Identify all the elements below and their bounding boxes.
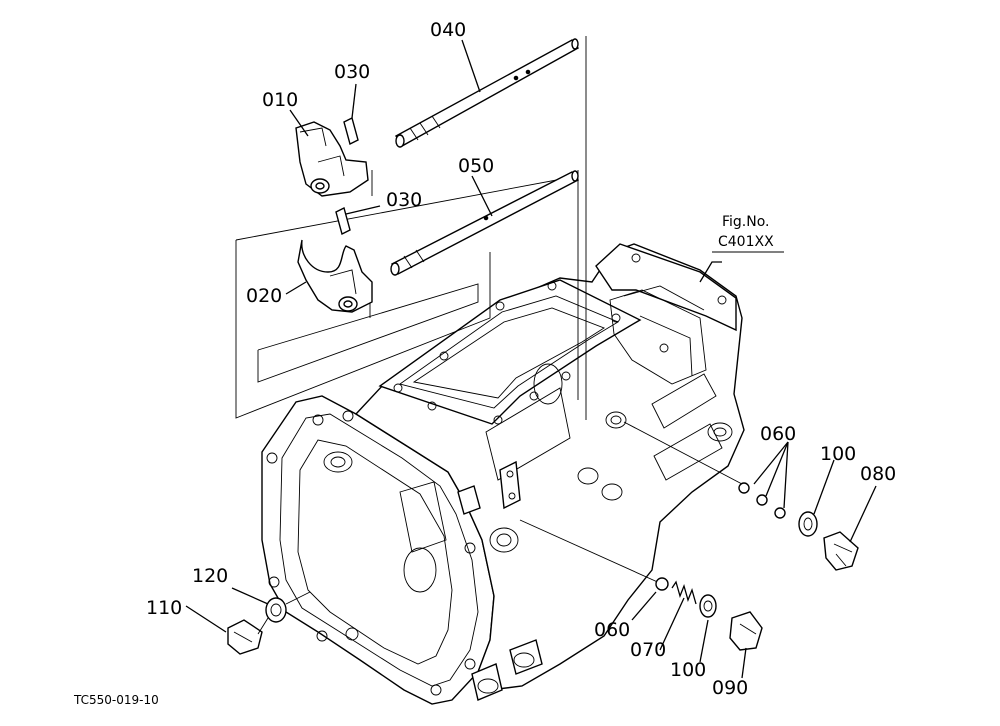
callout-110: 110 [146,597,182,619]
callout-010: 010 [262,89,298,111]
shift-fork-010 [295,121,369,197]
callout-020: 020 [246,285,282,307]
washer-120 [265,597,287,623]
callout-060-upper: 060 [760,423,796,445]
callout-060-lower: 060 [594,619,630,641]
fig-ref-title: Fig.No. [722,214,770,230]
callout-100-lower: 100 [670,659,706,681]
plug-090 [729,611,763,651]
drain-axis-line-2 [285,591,311,605]
callout-120: 120 [192,565,228,587]
callout-030-lower: 030 [386,189,422,211]
callout-labels: 010 030 040 030 050 020 060 100 080 060 … [73,19,896,707]
washer-100-upper [798,511,818,537]
spring-070 [671,580,697,605]
callout-090: 090 [712,677,748,699]
drawing-code: TC550-019-10 [73,693,159,707]
callout-070: 070 [630,639,666,661]
transmission-case [261,243,745,705]
shift-fork-020 [297,239,373,313]
drain-axis-line [257,617,269,635]
detent-ball-060-lower [655,577,669,591]
callout-040: 040 [430,19,466,41]
callout-050: 050 [458,155,494,177]
detent-balls-060-upper [738,482,786,519]
plug-080 [823,531,859,571]
fig-ref-number: C401XX [718,234,774,250]
spring-pin-030-lower [335,206,351,236]
shift-rod-040 [395,38,580,148]
assembly-reference-lines [235,36,743,585]
callout-100-upper: 100 [820,443,856,465]
leader-lines [185,39,877,679]
callout-080: 080 [860,463,896,485]
drain-plug-110 [227,619,263,655]
callout-030-upper: 030 [334,61,370,83]
shift-rod-050 [390,170,580,276]
washer-100-lower [699,594,717,618]
spring-pin-030-upper [343,116,359,146]
